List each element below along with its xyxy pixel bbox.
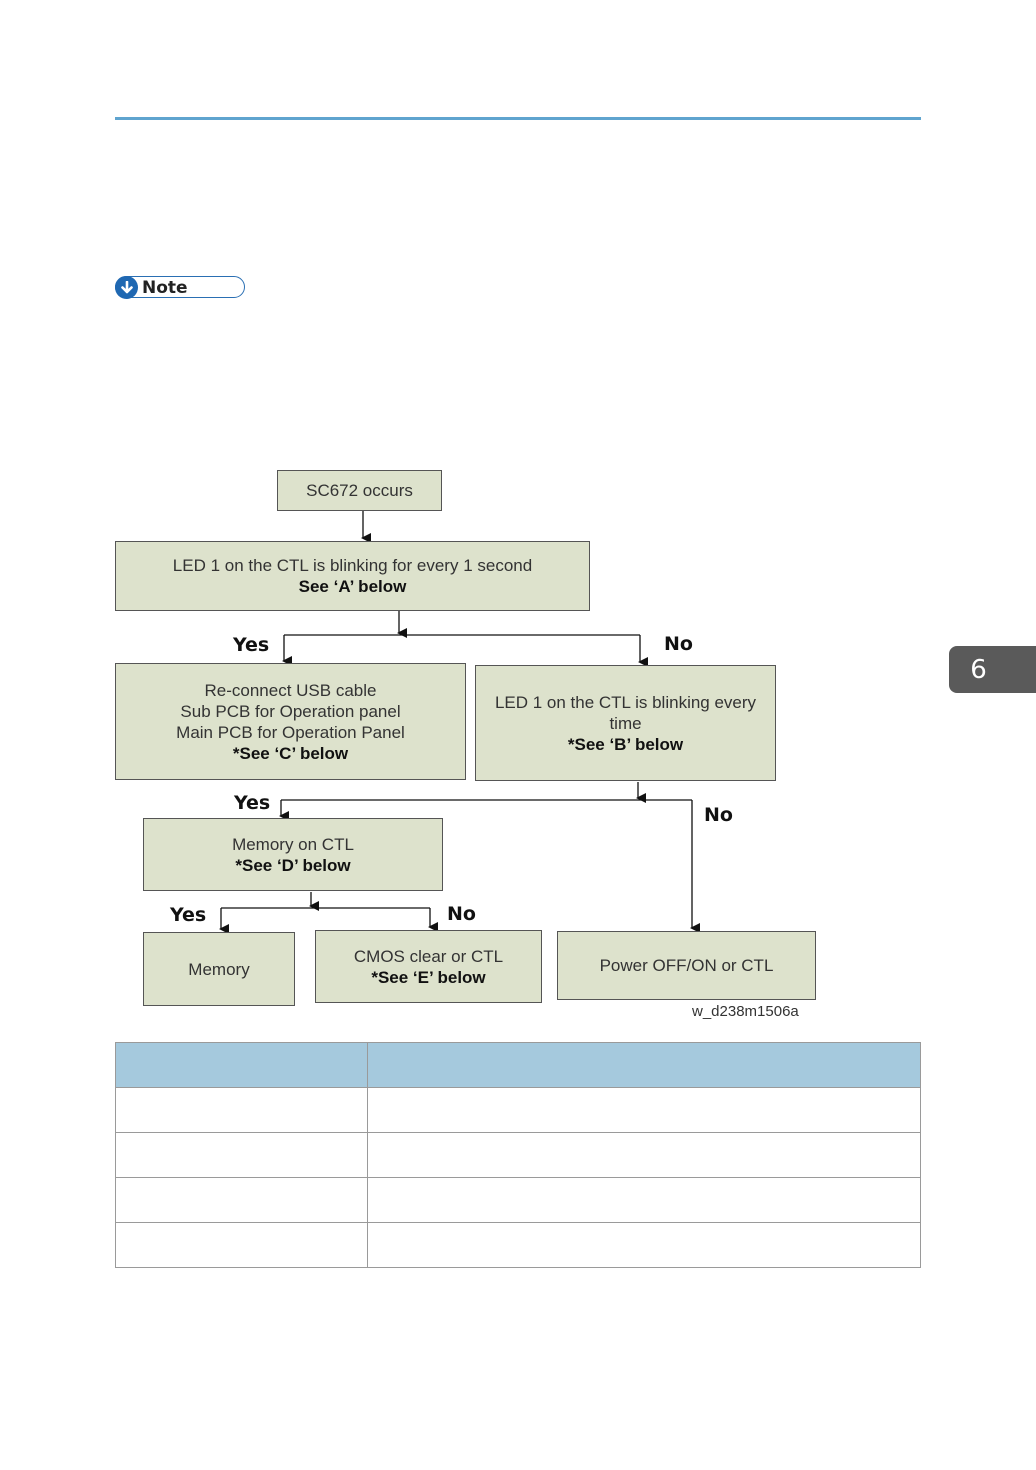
table-cell bbox=[115, 1177, 368, 1223]
table-header-cell bbox=[367, 1042, 921, 1088]
b-line2: time bbox=[609, 713, 642, 733]
e-line2: *See ‘E’ below bbox=[371, 967, 486, 987]
table-row bbox=[115, 1087, 921, 1133]
power-text: Power OFF/ON or CTL bbox=[599, 956, 774, 975]
table-cell bbox=[367, 1132, 921, 1178]
header-rule bbox=[115, 117, 921, 120]
table-header-cell bbox=[115, 1042, 368, 1088]
note-badge: Note bbox=[115, 276, 245, 299]
label-yes-3: Yes bbox=[170, 904, 207, 926]
label-yes-1: Yes bbox=[233, 634, 270, 656]
a-line1: Re-connect USB cable bbox=[204, 680, 377, 700]
flow-box-d: Memory on CTL *See ‘D’ below bbox=[143, 818, 443, 891]
memory-text: Memory bbox=[188, 959, 250, 979]
flow-box-power: Power OFF/ON or CTL bbox=[557, 931, 816, 1000]
b-line3: *See ‘B’ below bbox=[567, 734, 684, 754]
label-yes-2: Yes bbox=[234, 792, 271, 814]
table-cell bbox=[367, 1087, 921, 1133]
flow-box-a: Re-connect USB cable Sub PCB for Operati… bbox=[115, 663, 466, 780]
figure-id: w_d238m1506a bbox=[692, 1003, 799, 1020]
a-line2: Sub PCB for Operation panel bbox=[180, 701, 401, 721]
table-row bbox=[115, 1132, 921, 1178]
start-text: SC672 occurs bbox=[306, 481, 413, 500]
data-table bbox=[115, 1042, 921, 1268]
note-label: Note bbox=[142, 278, 188, 298]
note-arrow-icon bbox=[115, 276, 138, 299]
label-no-3: No bbox=[447, 903, 476, 925]
chapter-number: 6 bbox=[970, 654, 987, 685]
q1-line1: LED 1 on the CTL is blinking for every 1… bbox=[172, 556, 533, 575]
label-no-2: No bbox=[704, 804, 733, 826]
d-line2: *See ‘D’ below bbox=[235, 855, 351, 875]
d-line1: Memory on CTL bbox=[232, 834, 354, 854]
table-cell bbox=[115, 1132, 368, 1178]
chapter-tab[interactable]: 6 bbox=[949, 646, 1036, 693]
q1-line2: See ‘A’ below bbox=[298, 577, 407, 596]
flow-box-memory: Memory bbox=[143, 932, 295, 1006]
flow-box-e: CMOS clear or CTL *See ‘E’ below bbox=[315, 930, 542, 1003]
flow-box-b: LED 1 on the CTL is blinking every time … bbox=[475, 665, 776, 781]
b-line1: LED 1 on the CTL is blinking every bbox=[494, 692, 757, 712]
table-cell bbox=[367, 1177, 921, 1223]
label-no-1: No bbox=[664, 633, 693, 655]
table-cell bbox=[367, 1222, 921, 1268]
flow-start-box: SC672 occurs bbox=[277, 470, 442, 511]
table-cell bbox=[115, 1087, 368, 1133]
e-line1: CMOS clear or CTL bbox=[353, 946, 504, 966]
table-cell bbox=[115, 1222, 368, 1268]
table-row bbox=[115, 1177, 921, 1223]
flow-question-1: LED 1 on the CTL is blinking for every 1… bbox=[115, 541, 590, 611]
a-line3: Main PCB for Operation Panel bbox=[176, 722, 405, 742]
a-line4: *See ‘C’ below bbox=[232, 743, 349, 763]
table-header-row bbox=[115, 1042, 921, 1088]
table-row bbox=[115, 1222, 921, 1268]
